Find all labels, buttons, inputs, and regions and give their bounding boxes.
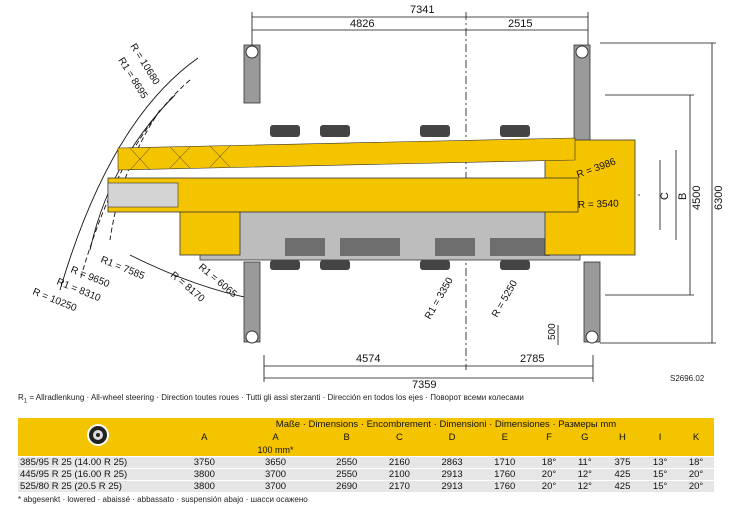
outrigger-rear-left [573, 44, 591, 146]
table-cell: 3750 [178, 455, 231, 468]
tyre-icon-cell [18, 418, 178, 456]
table-cell: 1760 [478, 479, 532, 492]
legend-symbol-sub: 1 [23, 398, 28, 405]
dim-overall-right: 6300 [713, 186, 725, 210]
legend-text: = Allradlenkung · All-wheel steering · D… [27, 393, 524, 402]
table-cell: 12° [566, 479, 603, 492]
dim-front-bottom: 4574 [356, 353, 380, 365]
radius-arc-mid-dashed [109, 109, 161, 241]
table-cell: 2170 [373, 479, 426, 492]
telescopic-boom [107, 177, 579, 213]
wheel-icon [87, 424, 109, 447]
outrigger-rear-right [583, 261, 601, 343]
col-header-a: A [201, 432, 208, 443]
table-cell: 1710 [478, 455, 532, 468]
table-cell: 1760 [478, 467, 532, 480]
dim-c: C [659, 192, 671, 200]
table-cell: 2913 [425, 479, 479, 492]
table-title: Maße · Dimensions · Encombrement · Dimen… [275, 419, 617, 430]
col-header-d: D [448, 432, 456, 443]
table-row: 385/95 R 25 (14.00 R 25) 3750 3650 2550 … [18, 455, 714, 468]
col-header-e: E [501, 432, 508, 443]
table-footnote: * abgesenkt · lowered · abaissé · abbass… [18, 495, 308, 504]
table-cell: 3800 [178, 479, 231, 492]
table-cell: 2550 [320, 455, 374, 468]
col-header-k: K [692, 432, 700, 443]
crane-top-view-drawing: 7341 4826 2515 4574 2785 7359 6300 4500 … [31, 4, 725, 390]
dim-b: B [677, 193, 689, 200]
dim-overall-bottom: 7359 [412, 379, 436, 390]
dim-front-top: 4826 [350, 18, 374, 30]
table-cell: 2690 [320, 479, 374, 492]
table-cell: 2863 [425, 455, 479, 468]
col-header-b: B [343, 432, 350, 443]
col-subheader-a-lowered: 100 mm* [257, 444, 294, 455]
outrigger-front-left [243, 44, 261, 104]
radius-label-lower-6: R = 8170 [168, 270, 207, 305]
table-cell: 425 [602, 467, 643, 480]
table-cell: 425 [602, 479, 643, 492]
table-cell: 18° [531, 455, 567, 468]
tyre-cell: 525/80 R 25 (20.5 R 25) [18, 479, 178, 492]
table-row: 445/95 R 25 (16.00 R 25) 3800 3700 2550 … [18, 467, 714, 480]
table-cell: 12° [566, 467, 603, 480]
col-header-h: H [619, 432, 626, 443]
col-header-g: G [581, 432, 589, 443]
col-header-i: I [658, 432, 662, 443]
table-cell: 20° [531, 479, 567, 492]
drawing-reference-code: S2696.02 [670, 374, 705, 383]
dim-rear-top: 2515 [508, 18, 532, 30]
table-cell: 2100 [373, 467, 426, 480]
outrigger-front-right [243, 261, 261, 343]
col-header-f: F [546, 432, 552, 443]
table-cell: 2160 [373, 455, 426, 468]
table-cell: 20° [678, 467, 714, 480]
legend: R1 = Allradlenkung · All-wheel steering … [18, 393, 524, 405]
table-row: 525/80 R 25 (20.5 R 25) 3800 3700 2690 2… [18, 479, 714, 492]
table-cell: 11° [566, 455, 603, 468]
radius-arc-outer [59, 57, 199, 291]
legend-symbol: R [18, 393, 24, 402]
table-cell: 15° [642, 467, 679, 480]
tyre-cell: 385/95 R 25 (14.00 R 25) [18, 455, 178, 468]
dim-rear-bottom: 2785 [520, 353, 544, 365]
table-cell: 20° [531, 467, 567, 480]
table-cell: 3700 [230, 479, 321, 492]
radius-label-inner-2: R = 5250 [490, 278, 520, 319]
table-cell: 3800 [178, 467, 231, 480]
tyre-cell: 445/95 R 25 (16.00 R 25) [18, 467, 178, 480]
dimensions-table: Maße · Dimensions · Encombrement · Dimen… [18, 418, 714, 492]
table-cell: 2550 [320, 467, 374, 480]
radius-label-tail-2: R = 3540 [578, 199, 620, 211]
dim-small-500: 500 [547, 323, 558, 340]
table-cell: 20° [678, 479, 714, 492]
dim-overall-top: 7341 [410, 4, 434, 16]
table-cell: 13° [642, 455, 679, 468]
table-cell: 3700 [230, 467, 321, 480]
col-header-c: C [395, 432, 403, 443]
table-cell: 3650 [230, 455, 321, 468]
lattice-jib [117, 137, 576, 171]
table-cell: 375 [602, 455, 643, 468]
radius-arc-mid [89, 94, 176, 251]
radius-label-inner-1: R1 = 3350 [423, 275, 456, 321]
col-header-a-lowered: A [272, 432, 279, 443]
table-cell: 18° [678, 455, 714, 468]
table-cell: 2913 [425, 467, 479, 480]
dim-outrigger-right: 4500 [691, 186, 703, 210]
table-cell: 15° [642, 479, 679, 492]
